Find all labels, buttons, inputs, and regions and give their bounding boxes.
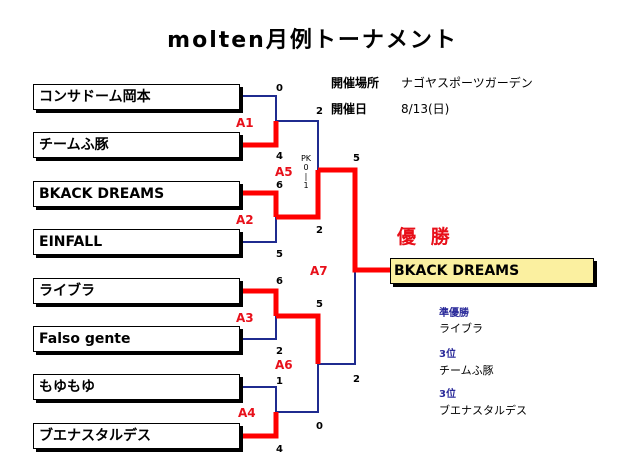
- match-label-a2: A2: [236, 213, 254, 227]
- match-label-a6: A6: [275, 358, 293, 372]
- match-label-a7: A7: [310, 264, 328, 278]
- line-a7-loser: [318, 270, 356, 365]
- team-box: コンサドーム岡本: [33, 84, 240, 110]
- score-a2-winner: 2: [316, 225, 323, 236]
- score-team-4: 5: [276, 249, 283, 260]
- line-a6-winner: [276, 313, 321, 364]
- team-box: チームふ豚: [33, 132, 240, 158]
- match-label-a1: A1: [236, 116, 254, 130]
- page-title: molten月例トーナメント: [167, 28, 458, 53]
- match-label-a5: A5: [275, 165, 293, 179]
- pk-annotation: PK 0 | 1: [298, 154, 314, 190]
- line-a2-winner: [240, 190, 279, 217]
- champion-box: BKACK DREAMS: [390, 258, 594, 284]
- team-box: Falso gente: [33, 326, 240, 352]
- score-a3-winner: 5: [316, 299, 323, 310]
- venue-value: ナゴヤスポーツガーデン: [401, 76, 533, 90]
- line-a5-loser: [276, 120, 319, 170]
- line-a4-loser: [240, 386, 277, 412]
- team-box: もゆもゆ: [33, 374, 240, 400]
- score-team-6: 2: [276, 346, 283, 357]
- line-a3-winner: [240, 288, 279, 316]
- pk-bottom: 1: [303, 181, 309, 190]
- match-label-a4: A4: [238, 406, 256, 420]
- score-team-1: 0: [276, 83, 283, 94]
- team-box: ライブラ: [33, 278, 240, 304]
- pk-top: 0: [303, 163, 309, 172]
- line-a4-winner: [240, 412, 279, 439]
- runner-up-team: ライブラ: [439, 322, 483, 335]
- line-a1-winner: [240, 121, 279, 148]
- line-a5-winner: [276, 170, 321, 220]
- score-final-top: 5: [353, 153, 360, 164]
- venue-label: 開催場所: [331, 76, 380, 90]
- pk-sep: |: [304, 172, 308, 181]
- score-team-2: 4: [276, 151, 283, 162]
- line-a2-loser: [240, 217, 277, 243]
- score-a1-winner: 2: [316, 106, 323, 117]
- runner-up-label: 準優勝: [439, 308, 469, 319]
- date-value: 8/13(日): [401, 102, 450, 116]
- team-box: BKACK DREAMS: [33, 181, 240, 207]
- team-box: EINFALL: [33, 229, 240, 255]
- third-place-label: 3位: [439, 389, 456, 400]
- pk-label: PK: [300, 154, 312, 163]
- team-box: ブエナスタルデス: [33, 423, 240, 449]
- champion-label: 優 勝: [397, 226, 454, 248]
- line-a7-winner: [318, 167, 390, 273]
- score-final-bottom: 2: [353, 374, 360, 385]
- score-team-7: 1: [276, 376, 283, 387]
- score-team-8: 4: [276, 444, 283, 455]
- line-a1-loser: [240, 95, 277, 121]
- third-place-team: ブエナスタルデス: [439, 404, 527, 417]
- line-a6-loser: [276, 364, 319, 413]
- third-place-team: チームふ豚: [439, 364, 494, 377]
- third-place-label: 3位: [439, 349, 456, 360]
- score-team-5: 6: [276, 276, 283, 287]
- score-a4-winner: 0: [316, 421, 323, 432]
- line-a3-loser: [240, 316, 277, 340]
- score-team-3: 6: [276, 180, 283, 191]
- match-label-a3: A3: [236, 311, 254, 325]
- date-label: 開催日: [331, 102, 368, 116]
